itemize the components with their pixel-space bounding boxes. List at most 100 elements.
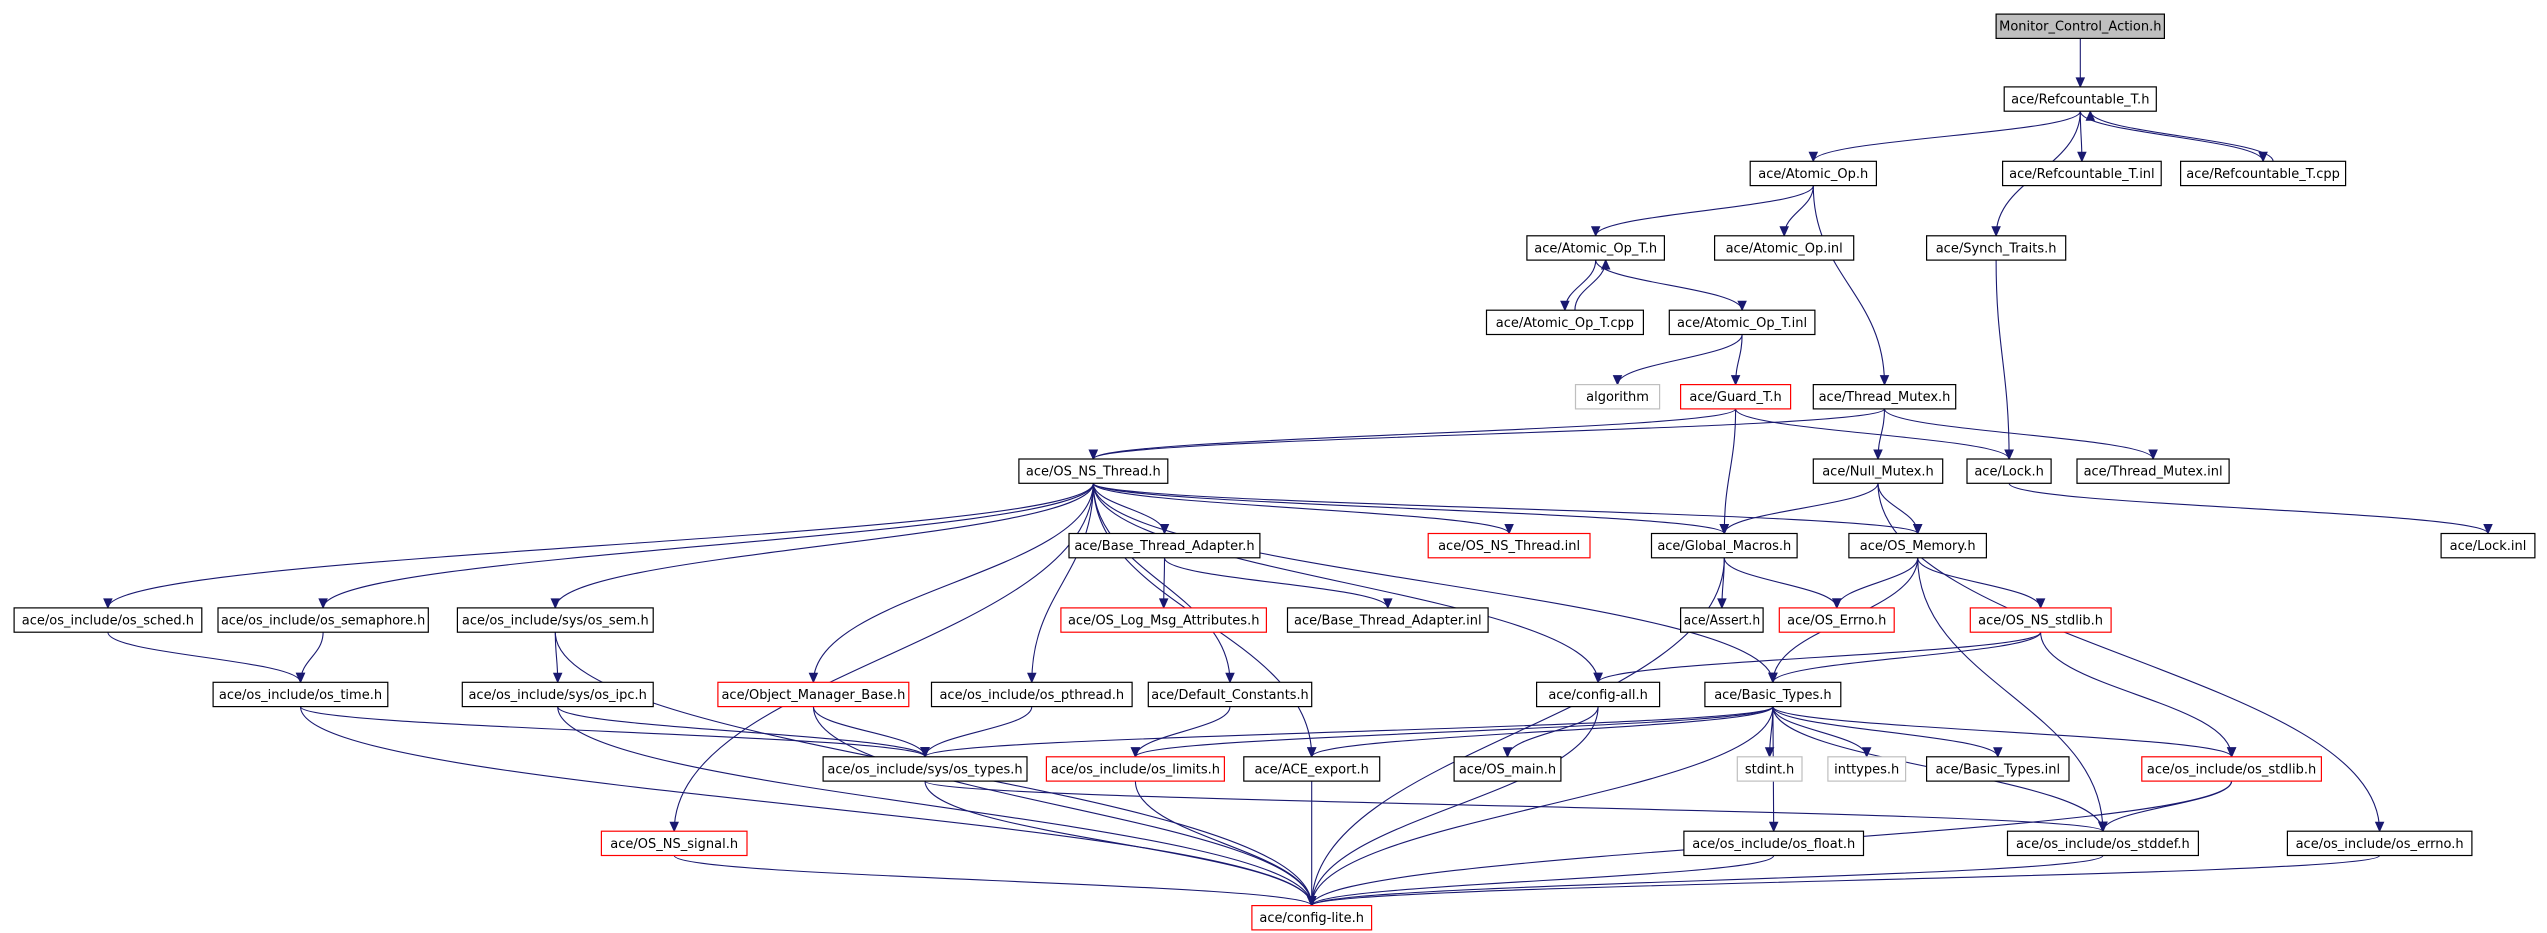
- node-label: ace/os_include/os_float.h: [1692, 837, 1855, 852]
- node-box: [212, 681, 389, 708]
- node-osSched[interactable]: ace/os_include/os_sched.h: [13, 607, 203, 633]
- node-osnsStdlib[interactable]: ace/OS_NS_stdlib.h: [1969, 607, 2112, 633]
- edge-line: [2102, 780, 2233, 832]
- node-atomicinl[interactable]: ace/Atomic_Op.inl: [1713, 235, 1855, 261]
- node-guard[interactable]: ace/Guard_T.h: [1679, 384, 1792, 410]
- edge-atomicTinl-to-guard: [1730, 334, 1743, 386]
- node-root[interactable]: Monitor_Control_Action.h: [1995, 13, 2165, 39]
- node-box: [2440, 532, 2536, 559]
- node-aceExport[interactable]: ace/ACE_export.h: [1243, 756, 1381, 782]
- edge-line: [1772, 706, 1999, 758]
- node-osPthread[interactable]: ace/os_include/os_pthread.h: [930, 681, 1133, 708]
- arrowhead: [1612, 375, 1623, 386]
- arrowhead: [920, 747, 930, 759]
- node-basicTypesInl[interactable]: ace/Basic_Types.inl: [1925, 756, 2070, 782]
- edge-line: [107, 483, 1094, 608]
- node-label: algorithm: [1586, 390, 1649, 405]
- node-osStdlib[interactable]: ace/os_include/os_stdlib.h: [2141, 756, 2323, 782]
- node-osMain[interactable]: ace/OS_main.h: [1453, 756, 1562, 782]
- node-osLogMsg[interactable]: ace/OS_Log_Msg_Attributes.h: [1060, 607, 1268, 633]
- node-defaultConstants[interactable]: ace/Default_Constants.h: [1147, 681, 1313, 708]
- node-lockInl[interactable]: ace/Lock.inl: [2440, 532, 2536, 559]
- node-lock[interactable]: ace/Lock.h: [1966, 458, 2052, 484]
- arrowhead: [550, 598, 561, 610]
- node-label: ace/Thread_Mutex.h: [1819, 390, 1951, 405]
- node-atomicTcpp[interactable]: ace/Atomic_Op_T.cpp: [1485, 309, 1644, 336]
- edge-osLimits-to-configLite: [1134, 780, 1317, 907]
- node-osMemory[interactable]: ace/OS_Memory.h: [1848, 532, 1988, 559]
- node-osnsThread[interactable]: ace/OS_NS_Thread.h: [1018, 458, 1169, 484]
- node-label: ace/Global_Macros.h: [1657, 539, 1791, 554]
- node-atomicTinl[interactable]: ace/Atomic_Op_T.inl: [1668, 309, 1816, 336]
- node-osSysSem[interactable]: ace/os_include/sys/os_sem.h: [456, 607, 654, 633]
- node-osFloat[interactable]: ace/os_include/os_float.h: [1683, 830, 1865, 857]
- node-box: [2286, 830, 2473, 857]
- node-label: ace/Base_Thread_Adapter.h: [1074, 539, 1254, 554]
- node-box: [1812, 458, 1944, 484]
- node-baseThreadAdapterInl[interactable]: ace/Base_Thread_Adapter.inl: [1286, 607, 1489, 633]
- edge-root-to-refT: [2075, 38, 2086, 89]
- node-label: ace/Default_Constants.h: [1151, 688, 1308, 703]
- node-osSemaphore[interactable]: ace/os_include/os_semaphore.h: [217, 607, 429, 633]
- edge-osnsThread-to-osnsThreadInl: [1092, 482, 1514, 535]
- node-label: ace/os_include/sys/os_sem.h: [462, 614, 649, 629]
- node-label: ace/Atomic_Op_T.h: [1534, 241, 1657, 256]
- node-basicTypes[interactable]: ace/Basic_Types.h: [1704, 681, 1842, 708]
- arrowhead: [1306, 896, 1317, 907]
- edge-line: [1311, 855, 2104, 907]
- node-refTcpp[interactable]: ace/Refcountable_T.cpp: [2180, 160, 2347, 187]
- node-osLimits[interactable]: ace/os_include/os_limits.h: [1045, 756, 1226, 782]
- node-box: [1068, 532, 1261, 559]
- edge-line: [1092, 483, 1599, 683]
- edge-osSysSem-to-osSysIpc: [552, 632, 563, 684]
- node-osErrnoInc[interactable]: ace/os_include/os_errno.h: [2286, 830, 2473, 857]
- node-synch[interactable]: ace/Synch_Traits.h: [1925, 235, 2067, 261]
- node-baseThreadAdapter[interactable]: ace/Base_Thread_Adapter.h: [1068, 532, 1261, 559]
- edge-basicTypes-to-osStdlib: [1772, 706, 2237, 759]
- node-box: [1736, 756, 1803, 782]
- edge-line: [1092, 482, 1510, 534]
- node-box: [456, 607, 654, 633]
- edge-line: [2089, 111, 2274, 162]
- node-box: [1243, 756, 1381, 782]
- node-osStddef[interactable]: ace/os_include/os_stddef.h: [2006, 830, 2199, 857]
- arrowhead: [2374, 821, 2385, 833]
- node-configLite[interactable]: ace/config-lite.h: [1251, 904, 1373, 931]
- edge-osMemory-to-osErrno: [1832, 557, 1919, 610]
- node-threadMutexInl[interactable]: ace/Thread_Mutex.inl: [2076, 458, 2230, 484]
- edge-line: [1163, 557, 1389, 609]
- node-refT[interactable]: ace/Refcountable_T.h: [2003, 86, 2157, 112]
- node-osTime[interactable]: ace/os_include/os_time.h: [212, 681, 389, 708]
- node-osErrno[interactable]: ace/OS_Errno.h: [1778, 607, 1895, 633]
- node-refTinl[interactable]: ace/Refcountable_T.inl: [2001, 160, 2162, 187]
- node-label: ace/Assert.h: [1684, 614, 1761, 629]
- edge-osnsThread-to-basicTypes: [1092, 483, 1778, 684]
- node-osnsThreadInl[interactable]: ace/OS_NS_Thread.inl: [1427, 532, 1591, 559]
- node-box: [1453, 756, 1562, 782]
- edge-osnsThread-to-defaultConstants: [1092, 483, 1235, 684]
- node-osnsSignal[interactable]: ace/OS_NS_signal.h: [600, 830, 748, 857]
- node-label: stdint.h: [1745, 762, 1794, 777]
- node-atomicOpT[interactable]: ace/Atomic_Op_T.h: [1526, 235, 1666, 261]
- node-box: [2076, 458, 2230, 484]
- node-objMgrBase[interactable]: ace/Object_Manager_Base.h: [717, 681, 910, 708]
- arrowhead: [2075, 77, 2086, 89]
- arrowhead: [2226, 747, 2237, 759]
- edge-line: [1917, 557, 2042, 609]
- node-threadMutex[interactable]: ace/Thread_Mutex.h: [1812, 384, 1957, 410]
- edge-globalMacros-to-osErrno: [1723, 557, 1842, 610]
- node-label: ace/Synch_Traits.h: [1936, 241, 2057, 256]
- node-atomic[interactable]: ace/Atomic_Op.h: [1749, 160, 1877, 187]
- node-osSysIpc[interactable]: ace/os_include/sys/os_ipc.h: [461, 681, 654, 708]
- node-nullMutex[interactable]: ace/Null_Mutex.h: [1812, 458, 1944, 484]
- edge-line: [1311, 855, 2381, 907]
- node-assert[interactable]: ace/Assert.h: [1679, 607, 1764, 633]
- node-box: [1812, 384, 1957, 410]
- node-box: [1060, 607, 1268, 633]
- node-osSysTypes[interactable]: ace/os_include/sys/os_types.h: [822, 756, 1028, 782]
- node-configAll[interactable]: ace/config-all.h: [1535, 681, 1661, 708]
- edge-atomic-to-atomicinl: [1779, 185, 1814, 238]
- edge-line: [924, 706, 1033, 757]
- node-globalMacros[interactable]: ace/Global_Macros.h: [1650, 532, 1798, 559]
